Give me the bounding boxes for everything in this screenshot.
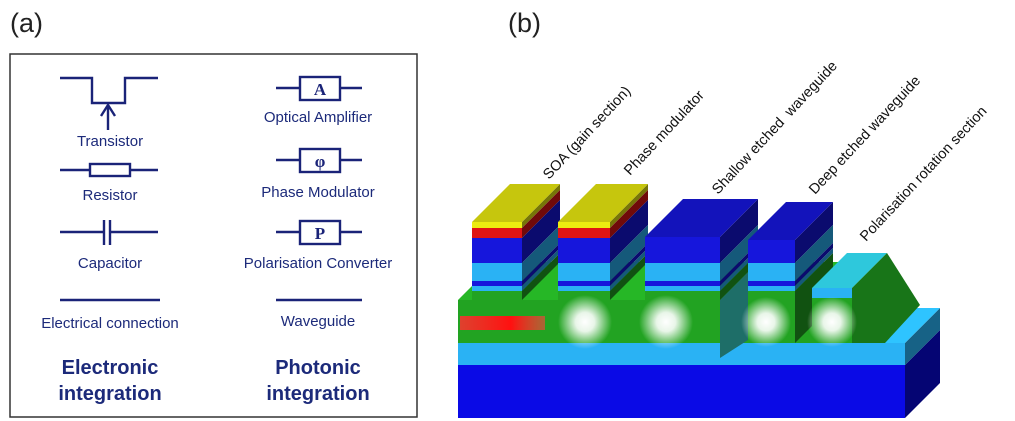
- polarisation-slope-face: [852, 253, 920, 343]
- section-label-phase-modulator: Phase modulator: [621, 88, 708, 179]
- label-phase-modulator: Phase Modulator: [261, 184, 374, 201]
- phase-modulator-section-front-layer: [558, 286, 610, 291]
- soa-section-side-layer: [522, 190, 560, 238]
- deep-etched-section-side-layer: [795, 243, 833, 286]
- deep-etched-section-side-layer: [795, 202, 833, 263]
- mode-glow-shallow: [639, 295, 693, 349]
- phase-modulator-section-side-layer: [610, 190, 648, 238]
- soa-section-front-layer: [472, 291, 522, 300]
- deep-etched-section-front-layer: [748, 263, 795, 281]
- soa-section-front-layer: [472, 263, 522, 281]
- soa-section-top-face: [472, 184, 560, 222]
- polarisation-front-cap: [812, 288, 852, 298]
- mode-glow-polarisation: [807, 297, 857, 347]
- resistor-symbol: [60, 162, 158, 178]
- soa-section-side-layer: [522, 184, 560, 228]
- phase-modulator-section-front-layer: [558, 222, 610, 228]
- cladding-side: [905, 308, 940, 365]
- panel-a-label: (a): [10, 8, 43, 38]
- polarisation-converter-symbol: P: [276, 219, 362, 246]
- phase-modulator-section-side-layer: [610, 184, 648, 228]
- electronic-title-line1: Electronic: [62, 357, 159, 379]
- electronic-title-line2: integration: [58, 383, 161, 405]
- substrate-front: [458, 365, 905, 418]
- label-waveguide: Waveguide: [281, 313, 356, 330]
- shallow-etched-section-front-layer: [645, 281, 720, 286]
- label-resistor: Resistor: [82, 187, 137, 204]
- panel-b-label: (b): [508, 8, 541, 38]
- deep-etched-section-top-face: [748, 202, 833, 240]
- label-capacitor: Capacitor: [78, 255, 142, 272]
- phase-modulator-section-side-layer: [610, 225, 648, 281]
- deep-etched-section-side-layer: [795, 248, 833, 291]
- label-polarisation-converter: Polarisation Converter: [244, 255, 392, 272]
- shallow-etched-section-front-layer: [645, 237, 720, 263]
- shallow-etched-section-side-layer: [720, 199, 758, 263]
- shallow-etched-section-front-layer: [645, 263, 720, 281]
- phase-modulator-section-top-face: [558, 184, 648, 222]
- device-3d-illustration: [458, 184, 940, 418]
- optical-amplifier-symbol: A: [276, 75, 362, 102]
- polarisation-top-face: [812, 253, 887, 288]
- polarisation-letter: P: [315, 224, 325, 243]
- photonic-title-line2: integration: [266, 383, 369, 405]
- phase-modulator-section-side-layer: [610, 200, 648, 263]
- soa-section-side-layer: [522, 200, 560, 263]
- soa-section-side-layer: [522, 253, 560, 300]
- gain-mode-red-glow: [460, 316, 545, 330]
- photonic-title-line1: Photonic: [275, 357, 361, 379]
- mode-glow-deep: [741, 297, 791, 347]
- deep-etched-section-front-layer: [748, 286, 795, 291]
- transistor-lines: [60, 76, 158, 105]
- capacitor-symbol: [60, 220, 158, 245]
- label-transistor: Transistor: [77, 133, 143, 150]
- phase-modulator-section-front-layer: [558, 263, 610, 281]
- deep-etch-wall: [720, 272, 748, 358]
- transistor-arrowhead-icon: [99, 102, 117, 117]
- phase-letter: φ: [315, 152, 326, 171]
- section-label-deep-etched: Deep etched waveguide: [806, 73, 924, 198]
- soa-section-front-layer: [472, 286, 522, 291]
- deep-etched-section-side-layer: [795, 225, 833, 281]
- soa-section-side-layer: [522, 225, 560, 281]
- mode-glow-phase: [558, 295, 612, 349]
- phase-modulator-section-front-layer: [558, 238, 610, 263]
- phase-modulator-section-side-layer: [610, 248, 648, 291]
- soa-section-side-layer: [522, 248, 560, 291]
- phase-modulator-section-side-layer: [610, 253, 648, 300]
- label-optical-amplifier: Optical Amplifier: [264, 109, 372, 126]
- shallow-etched-section-front-layer: [645, 286, 720, 291]
- soa-section-front-layer: [472, 228, 522, 238]
- phase-modulator-symbol: φ: [276, 147, 362, 174]
- soa-section-front-layer: [472, 222, 522, 228]
- panel-a-frame: [9, 53, 418, 418]
- amplifier-letter: A: [314, 80, 327, 99]
- deep-etched-section-front-layer: [748, 281, 795, 286]
- transistor-symbol: [60, 76, 158, 130]
- phase-modulator-section-side-layer: [610, 243, 648, 286]
- cladding-front: [458, 343, 905, 365]
- phase-modulator-section-front-layer: [558, 281, 610, 286]
- soa-section-side-layer: [522, 243, 560, 286]
- substrate-side: [905, 330, 940, 418]
- deep-etched-section-front-layer: [748, 240, 795, 263]
- soa-section-front-layer: [472, 281, 522, 286]
- soa-section-front-layer: [472, 238, 522, 263]
- shallow-etched-section-top-face: [645, 199, 758, 237]
- shallow-etched-section-side-layer: [720, 225, 758, 281]
- phase-modulator-section-front-layer: [558, 228, 610, 238]
- resistor-body: [88, 162, 132, 178]
- label-electrical-connection: Electrical connection: [41, 315, 179, 332]
